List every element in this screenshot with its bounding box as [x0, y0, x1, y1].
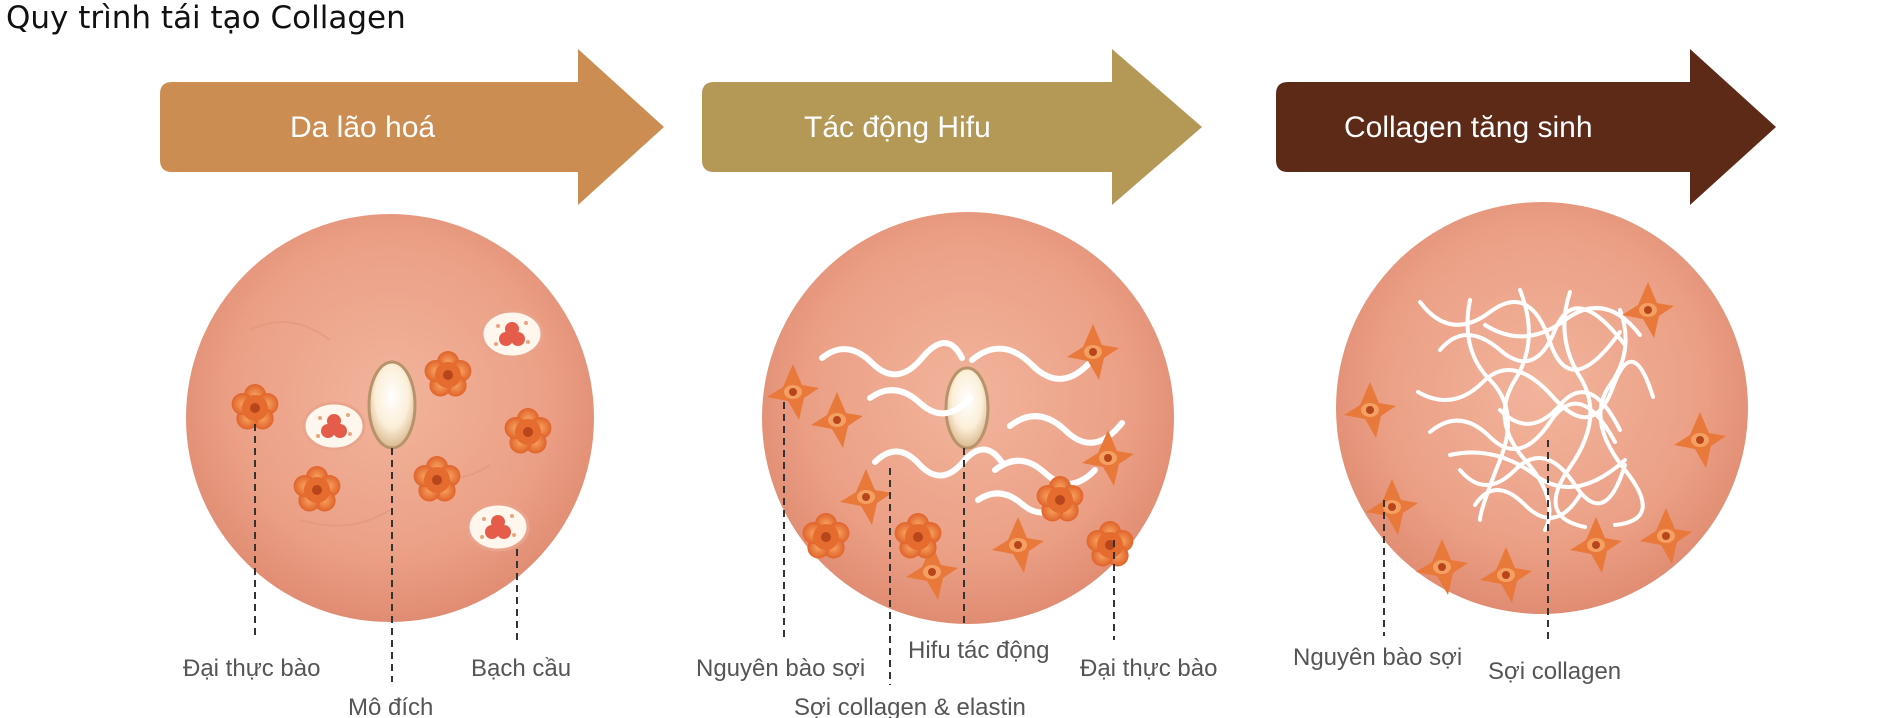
page-title: Quy trình tái tạo Collagen	[6, 0, 406, 36]
skin-circle-3	[1336, 202, 1748, 614]
callout-macrophage-2: Đại thực bào	[1080, 655, 1217, 682]
skin-circle-2	[762, 212, 1174, 624]
stage-label-3: Collagen tăng sinh	[1344, 111, 1593, 144]
callout-white-blood-cell: Bạch cầu	[471, 655, 571, 682]
stage-label-1: Da lão hoá	[290, 111, 435, 144]
callout-macrophage-1: Đại thực bào	[183, 655, 320, 682]
skin-circle-1	[186, 214, 594, 622]
collagen-elastin-fibers	[819, 340, 1125, 516]
collagen-fiber-mesh	[1416, 288, 1655, 532]
callout-fibroblast-3: Nguyên bào sợi	[1293, 644, 1462, 671]
stage-arrow-2	[702, 49, 1202, 205]
callout-target-tissue: Mô đích	[348, 694, 433, 718]
stage-arrow-3	[1276, 49, 1776, 205]
white-blood-cell	[302, 401, 366, 451]
hifu-target	[944, 366, 990, 450]
callout-collagen-fiber: Sợi collagen	[1488, 658, 1621, 685]
target-tissue	[367, 360, 417, 450]
stage-arrow-1	[160, 49, 664, 205]
callout-hifu-impact: Hifu tác động	[908, 637, 1049, 664]
callout-fibroblast-2: Nguyên bào sợi	[696, 655, 865, 682]
stage-label-2: Tác động Hifu	[804, 111, 991, 144]
callout-collagen-elastin: Sợi collagen & elastin	[794, 694, 1026, 718]
